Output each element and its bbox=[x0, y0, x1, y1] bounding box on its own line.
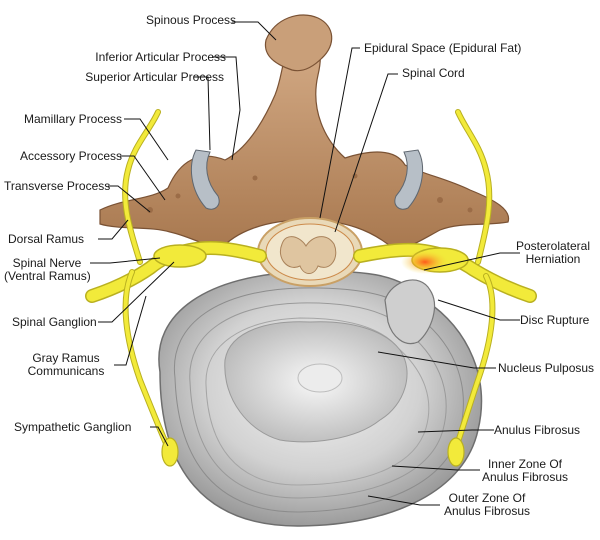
label-posterolateral-line2: Herniation bbox=[525, 252, 581, 266]
label-spinal-ganglion: Spinal Ganglion bbox=[12, 315, 97, 329]
label-inner-zone: Inner Zone Of Anulus Fibrosus bbox=[470, 458, 580, 484]
leader-posterolateral bbox=[423, 252, 520, 271]
leader-superior-articular bbox=[194, 76, 211, 151]
leader-outer-zone bbox=[367, 495, 440, 506]
leader-spinal-cord bbox=[334, 73, 398, 233]
label-accessory-process: Accessory Process bbox=[20, 149, 123, 163]
label-inner-zone-line1: Inner Zone Of bbox=[487, 457, 563, 471]
label-superior-articular-process: Superior Articular Process bbox=[85, 70, 224, 84]
label-spinal-cord: Spinal Cord bbox=[402, 66, 465, 80]
label-sympathetic-ganglion: Sympathetic Ganglion bbox=[14, 420, 132, 434]
label-posterolateral-herniation: Posterolateral Herniation bbox=[510, 240, 596, 266]
label-transverse-process: Transverse Process bbox=[4, 179, 111, 193]
label-mamillary-process: Mamillary Process bbox=[24, 112, 123, 126]
leader-spinal-ganglion bbox=[98, 261, 175, 323]
leader-nucleus-pulposus bbox=[377, 351, 496, 369]
label-inner-zone-line2: Anulus Fibrosus bbox=[481, 470, 569, 484]
label-spinous-process: Spinous Process bbox=[146, 13, 237, 27]
label-outer-zone: Outer Zone Of Anulus Fibrosus bbox=[432, 492, 542, 518]
leader-epidural-space bbox=[319, 47, 360, 219]
leader-transverse bbox=[108, 185, 151, 213]
label-outer-zone-line2: Anulus Fibrosus bbox=[443, 504, 531, 518]
leader-inner-zone bbox=[391, 465, 480, 471]
leader-lines bbox=[90, 21, 520, 506]
leader-spinous-process bbox=[232, 21, 277, 41]
label-outer-zone-line1: Outer Zone Of bbox=[448, 491, 526, 505]
leader-spinal-nerve bbox=[90, 257, 161, 264]
leader-sympathetic-ganglion bbox=[150, 426, 169, 447]
leader-disc-rupture bbox=[437, 299, 520, 321]
label-gray-ramus: Gray Ramus Communicans bbox=[20, 352, 112, 378]
leader-mamillary bbox=[124, 118, 169, 161]
label-spinal-nerve-line2: (Ventral Ramus) bbox=[4, 269, 91, 283]
vertebral-arch bbox=[99, 14, 510, 251]
leader-anulus-fibrosus bbox=[417, 429, 494, 433]
label-gray-ramus-line1: Gray Ramus bbox=[32, 351, 100, 365]
label-posterolateral-line1: Posterolateral bbox=[515, 239, 591, 253]
intervertebral-disc bbox=[158, 270, 483, 527]
label-nucleus-pulposus: Nucleus Pulposus bbox=[498, 361, 595, 375]
label-spinal-nerve-line1: Spinal Nerve bbox=[12, 256, 82, 270]
label-disc-rupture: Disc Rupture bbox=[520, 313, 590, 327]
leader-accessory bbox=[120, 155, 166, 201]
label-gray-ramus-line2: Communicans bbox=[27, 364, 105, 378]
leader-dorsal-ramus bbox=[98, 219, 129, 240]
spinal-canal bbox=[257, 217, 363, 287]
leader-gray-ramus bbox=[114, 295, 147, 366]
spinal-nerves bbox=[85, 109, 537, 467]
label-epidural-space: Epidural Space (Epidural Fat) bbox=[364, 41, 522, 55]
label-spinal-nerve: Spinal Nerve (Ventral Ramus) bbox=[4, 256, 91, 283]
label-inferior-articular-process: Inferior Articular Process bbox=[95, 50, 226, 64]
label-anulus-fibrosus: Anulus Fibrosus bbox=[494, 423, 581, 437]
label-dorsal-ramus: Dorsal Ramus bbox=[8, 232, 85, 246]
leader-inferior-articular bbox=[212, 56, 241, 161]
